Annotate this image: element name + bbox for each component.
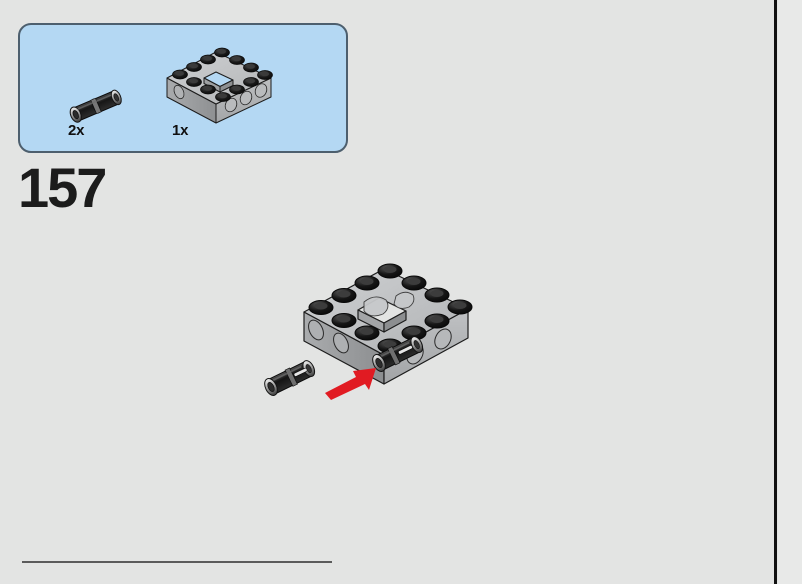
callout-part-technic-brick-icon [166, 47, 273, 124]
assembly-loose-pin [264, 360, 316, 396]
assembly-illustration [264, 263, 473, 400]
page-right-margin [778, 0, 802, 584]
assembly-direction-arrow [325, 368, 376, 400]
left-pin-holes [308, 319, 349, 354]
step-number: 157 [18, 156, 107, 219]
callout-quantity-technic-brick: 1x [172, 122, 189, 139]
assembly-inserted-pin [372, 336, 424, 372]
page-spine-line [774, 0, 777, 584]
callout-part-technic-pin-icon [69, 89, 122, 123]
callout-quantity-technic-pin: 2x [68, 122, 85, 139]
page-bottom-rule [22, 561, 332, 563]
